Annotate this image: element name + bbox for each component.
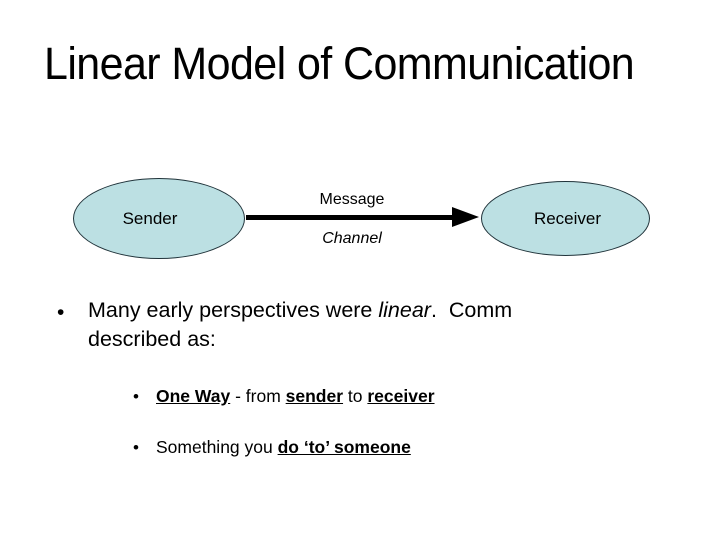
bullet-item-primary: • Many early perspectives were linear. C… (0, 296, 728, 354)
bullet-text-primary: Many early perspectives were linear. Com… (88, 298, 513, 351)
bullet-marker-icon: • (57, 301, 65, 324)
message-arrow-shaft (246, 215, 458, 220)
bullet-item-sub-one-way: • One Way - from sender to receiver (0, 384, 728, 408)
receiver-node: Receiver (481, 181, 650, 256)
bullet-marker-icon: • (133, 438, 139, 457)
bullet-text-sub-do-to-someone: Something you do ‘to’ someone (156, 437, 411, 457)
body-text-block: • Many early perspectives were linear. C… (0, 296, 728, 459)
receiver-node-label: Receiver (533, 208, 602, 228)
bullet-item-sub-do-to-someone: • Something you do ‘to’ someone (0, 435, 728, 459)
bullet-text-sub-one-way: One Way - from sender to receiver (156, 386, 435, 406)
bullet-marker-icon: • (133, 387, 139, 406)
communication-model-diagram: Sender Message Channel Receiver (73, 178, 650, 259)
sender-node: Sender (73, 178, 245, 259)
channel-label: Channel (322, 230, 382, 247)
page-title: Linear Model of Communication (44, 38, 635, 89)
message-label: Message (319, 191, 385, 208)
sender-node-label: Sender (122, 208, 178, 228)
message-arrow-head-icon (452, 207, 479, 227)
